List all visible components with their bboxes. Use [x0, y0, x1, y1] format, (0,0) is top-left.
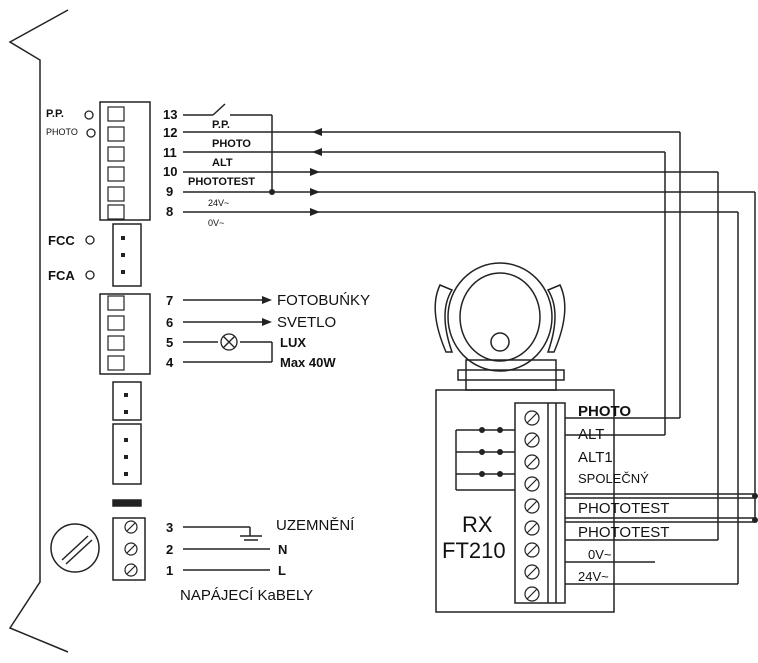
- receiver-pin-spolecny: SPOLEČNÝ: [578, 471, 649, 486]
- terminal-11: 11: [163, 145, 177, 160]
- terminal-4: 4: [166, 355, 174, 370]
- terminal-13: 13: [163, 107, 178, 122]
- photo-led-label: PHOTO: [46, 127, 78, 137]
- power-terminal-block: [112, 517, 146, 581]
- terminal-7: 7: [166, 293, 174, 308]
- output-fotobunky: FOTOBUŃKY: [277, 292, 371, 309]
- power-n: N: [278, 542, 288, 557]
- small-connector-1: [112, 381, 142, 421]
- pp-led-icon: [84, 110, 94, 120]
- receiver-pin-0v: 0V~: [588, 547, 612, 562]
- receiver-lens: [447, 262, 553, 372]
- terminal-12: 12: [163, 125, 178, 140]
- photo-led-icon: [86, 128, 96, 138]
- receiver-model-ft210: FT210: [442, 538, 506, 563]
- wire-label-pp: P.P.: [212, 119, 230, 131]
- receiver-pin-alt1: ALT1: [578, 449, 613, 466]
- fcc-fca-connector: [112, 223, 142, 287]
- terminal-5: 5: [166, 335, 174, 350]
- separator-bar: [112, 499, 142, 507]
- fca-led-label: FCA: [48, 268, 75, 283]
- receiver-pin-alt: ALT: [578, 426, 605, 443]
- power-l: L: [278, 563, 286, 578]
- receiver-pin-phototest-1: PHOTOTEST: [578, 500, 670, 517]
- knob-icon: [50, 523, 100, 573]
- terminal-3: 3: [166, 520, 174, 535]
- wire-label-0v: 0V~: [208, 218, 225, 228]
- terminal-6: 6: [166, 315, 174, 330]
- fcc-led-label: FCC: [48, 233, 75, 248]
- receiver-terminal-strip: [514, 402, 566, 604]
- terminal-9: 9: [166, 184, 174, 199]
- small-connector-2: [112, 423, 142, 485]
- power-uzemneni: UZEMNĚNÍ: [276, 517, 355, 534]
- terminal-2: 2: [166, 542, 174, 557]
- wire-label-24v: 24V~: [208, 198, 230, 208]
- receiver-model-rx: RX: [462, 512, 493, 537]
- receiver-pin-24v: 24V~: [578, 569, 609, 584]
- output-max: Max 40W: [280, 355, 336, 370]
- receiver-pin-photo: PHOTO: [578, 403, 632, 420]
- terminal-10: 10: [163, 164, 178, 179]
- receiver-base: [465, 359, 557, 391]
- output-svetlo: SVETLO: [277, 314, 337, 331]
- wire-label-phototest: PHOTOTEST: [188, 176, 256, 188]
- fca-led-icon: [85, 270, 95, 280]
- board-outline: [8, 9, 69, 653]
- output-lux: LUX: [280, 335, 306, 350]
- power-caption: NAPÁJECÍ KaBELY: [180, 587, 314, 604]
- wire-label-photo: PHOTO: [212, 138, 251, 150]
- terminal-8: 8: [166, 204, 174, 219]
- fcc-led-icon: [85, 235, 95, 245]
- pp-led-label: P.P.: [46, 108, 64, 120]
- terminal-1: 1: [166, 563, 174, 578]
- bracket-left: [434, 284, 454, 353]
- receiver-pin-phototest-2: PHOTOTEST: [578, 524, 670, 541]
- wire-label-alt: ALT: [212, 157, 233, 169]
- bracket-right: [546, 284, 566, 353]
